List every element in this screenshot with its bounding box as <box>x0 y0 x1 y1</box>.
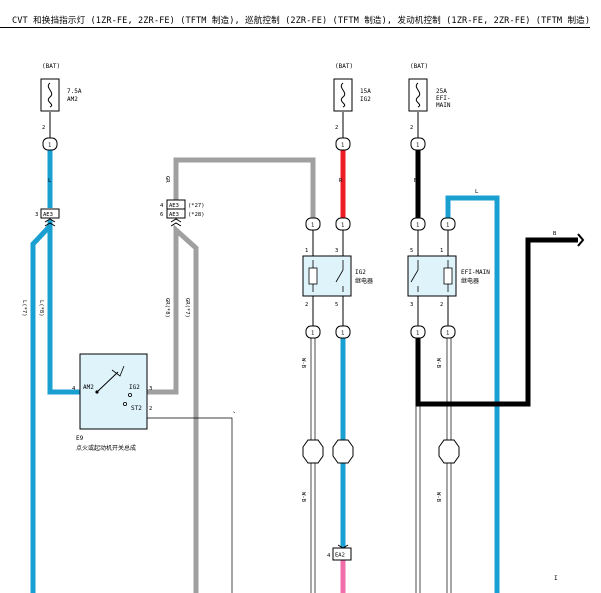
connector-ae3: 3 AE3 <box>35 208 60 227</box>
fuse-efi-source: (BAT) <box>410 63 428 70</box>
fuse-efi-junction: 1 <box>416 143 419 149</box>
switch-pin-am2: 4 <box>72 386 76 392</box>
relay-ig2-name: IG2 <box>355 269 366 276</box>
fuse-am2: (BAT) 7.5A AM2 2 1 <box>40 63 82 151</box>
label-w-b-4: W-B <box>435 492 441 503</box>
relay-efi-name: EFI-MAIN <box>461 269 490 276</box>
wire-st2 <box>147 417 233 593</box>
label-l-top: L <box>48 178 52 184</box>
fuse-efi-rating: 25A <box>436 88 447 95</box>
relay-efi-junction-1: 1 <box>416 223 419 229</box>
connector-ae3b-note-2: (*28) <box>188 212 205 218</box>
connector-ae3b-note-1: (*27) <box>188 203 205 209</box>
relay-ig2: 1 1 1 3 IG2 继电器 2 5 1 1 <box>302 217 373 339</box>
switch-code: E9 <box>76 435 84 442</box>
fuse-efi-name-2: MAIN <box>436 102 451 109</box>
wire-w-b-ground <box>310 338 452 593</box>
connector-ae3b-pin-1: 4 <box>160 203 164 209</box>
label-l-left-b: L(*8) <box>38 300 44 317</box>
relay-ig2-desc: 继电器 <box>355 277 373 285</box>
connector-ae3-gray: 4 AE3 (*27) 6 AE3 (*28) <box>160 199 205 227</box>
fuse-ig2-source: (BAT) <box>335 63 353 70</box>
connector-ea2-pin: 4 <box>327 553 331 559</box>
label-black: B <box>414 178 418 184</box>
page-title: CVT 和换挡指示灯 (1ZR-FE, 2ZR-FE) (TFTM 制造), 巡… <box>12 16 591 26</box>
fuse-efi-name-1: EFI- <box>436 95 450 102</box>
relay-efi-junction-2: 1 <box>446 223 449 229</box>
fuse-am2-name: AM2 <box>67 96 78 103</box>
label-w-b-3: W-B <box>435 358 441 369</box>
relay-efi-desc: 继电器 <box>461 277 479 285</box>
label-red: R <box>339 178 343 184</box>
relay-ig2-pin-1: 1 <box>305 248 308 254</box>
relay-efi-main: 1 1 5 1 EFI-MAIN 继电器 3 2 1 1 <box>407 217 490 339</box>
label-gr-top: GR <box>164 176 170 183</box>
switch-pin-ig2: 3 <box>149 386 152 392</box>
tick-mark: 、 <box>233 408 239 415</box>
fuse-am2-rating: 7.5A <box>67 88 82 95</box>
relay-efi-pin-3: 3 <box>410 302 413 308</box>
fuse-am2-pin: 2 <box>42 125 45 131</box>
fuse-efi-pin: 2 <box>410 125 413 131</box>
connector-ae3-name: AE3 <box>43 212 53 218</box>
switch-label-am2: AM2 <box>83 384 94 391</box>
connector-ae3b-name-1: AE3 <box>169 203 179 209</box>
relay-ig2-junction-3: 1 <box>311 331 314 337</box>
relay-ig2-junction-4: 1 <box>341 331 344 337</box>
switch-desc: 点火或起动机开关总成 <box>76 444 136 452</box>
relay-efi-junction-4: 1 <box>446 331 449 337</box>
switch-label-ig2: IG2 <box>129 384 140 391</box>
relay-efi-pin-5: 5 <box>410 248 413 254</box>
fuse-ig2-pin: 2 <box>335 125 338 131</box>
wire-blue-efi <box>445 195 500 593</box>
switch-label-st2: ST2 <box>131 405 142 412</box>
wire-gray-ig2 <box>147 157 316 593</box>
relay-ig2-junction-2: 1 <box>341 223 344 229</box>
connector-ea2: 4 EA2 <box>327 544 352 561</box>
label-b-right: B <box>553 231 557 237</box>
wire-labels: L L(*7) L(*8) GR GR(*8) GR(*7) R B L B W… <box>21 176 557 503</box>
relay-ig2-pin-3: 3 <box>335 248 338 254</box>
label-l-left-a: L(*7) <box>21 300 27 317</box>
connector-ae3-pin: 3 <box>35 212 38 218</box>
relay-ig2-junction-1: 1 <box>311 223 314 229</box>
label-gr-a: GR(*8) <box>164 298 170 318</box>
octagon-connectors <box>302 439 460 464</box>
label-w-b-2: W-B <box>300 492 306 503</box>
connector-ea2-name: EA2 <box>335 553 345 559</box>
fuse-ig2-name: IG2 <box>360 96 371 103</box>
fuse-efi-main: (BAT) 25A EFI- MAIN 2 1 <box>408 63 451 151</box>
ignition-switch-e9: 4 AM2 IG2 3 ST2 2 E9 点火或起动机开关总成 <box>72 353 152 452</box>
title-rule <box>0 27 590 29</box>
fuse-ig2-rating: 15A <box>360 88 371 95</box>
connector-ae3b-pin-2: 6 <box>160 212 163 218</box>
label-w-b-1: W-B <box>300 358 306 369</box>
fuse-am2-junction: 1 <box>48 143 51 149</box>
bottom-mark: I <box>554 575 558 582</box>
relay-efi-junction-3: 1 <box>416 331 419 337</box>
label-l-right: L <box>475 189 479 195</box>
fuse-ig2: (BAT) 15A IG2 2 1 <box>333 63 371 151</box>
fuse-am2-source: (BAT) <box>42 63 60 70</box>
relay-ig2-pin-2: 2 <box>305 302 308 308</box>
wire-black-end <box>577 233 585 247</box>
relay-efi-pin-2: 2 <box>440 302 443 308</box>
relay-ig2-pin-5: 5 <box>335 302 338 308</box>
fuse-ig2-junction: 1 <box>341 143 344 149</box>
switch-pin-st2: 2 <box>149 406 152 412</box>
relay-efi-pin-1: 1 <box>440 248 443 254</box>
label-gr-b: GR(*7) <box>184 298 190 318</box>
connector-ae3b-name-2: AE3 <box>169 212 179 218</box>
wire-black-b <box>415 237 578 407</box>
